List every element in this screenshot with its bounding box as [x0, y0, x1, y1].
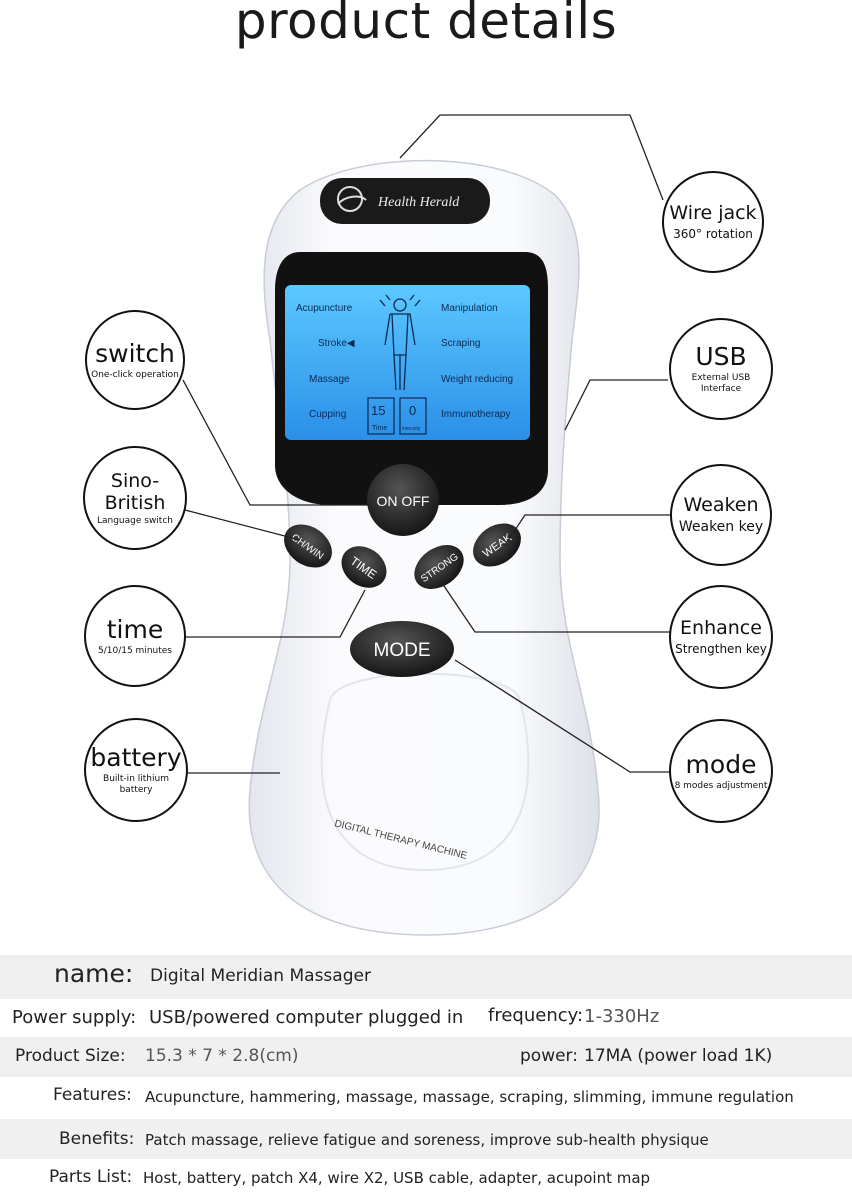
spec-benefits-value: Patch massage, relieve fatigue and soren… — [145, 1131, 709, 1149]
spec-frequency-label: frequency: — [488, 1005, 584, 1026]
spec-row-parts: Parts List: Host, battery, patch X4, wir… — [0, 1159, 852, 1199]
callout-battery-sub: Built-in lithium battery — [103, 774, 169, 795]
spec-size-value: 15.3 * 7 * 2.8(cm) — [145, 1046, 299, 1066]
screen-mode-right-1: Manipulation — [441, 303, 498, 314]
callout-mode-title: mode — [685, 749, 757, 779]
svg-text:MODE: MODE — [374, 640, 431, 661]
callout-usb-title: USB — [695, 342, 747, 371]
screen-mode-left-1: Acupuncture — [296, 303, 353, 314]
strong-button[interactable]: STRONG — [406, 536, 472, 598]
screen-mode-left-3: Massage — [309, 374, 350, 385]
spec-row-features: Features: Acupuncture, hammering, massag… — [0, 1077, 852, 1117]
callout-wire-jack: Wire jack 360° rotation — [662, 171, 764, 273]
spec-row-power-supply: Power supply: USB/powered computer plugg… — [0, 999, 852, 1039]
spec-row-size: Product Size: 15.3 * 7 * 2.8(cm) power: … — [0, 1037, 852, 1077]
callout-time-title: time — [106, 614, 164, 644]
mode-button[interactable]: MODE — [350, 621, 454, 677]
callout-lines — [182, 114, 670, 774]
spec-benefits-label: Benefits: — [59, 1129, 135, 1149]
time-value: 15 — [371, 403, 385, 418]
spec-row-name: name: Digital Meridian Massager — [0, 955, 852, 999]
device-illustration: Health Herald Acupuncture Stroke◀ Massag… — [182, 114, 670, 936]
spec-name-label: name: — [54, 959, 134, 988]
callout-wire-jack-title: Wire jack — [669, 202, 757, 224]
screen-mode-right-3: Weight reducing — [441, 374, 513, 385]
time-box — [367, 397, 395, 435]
callout-sino-british: Sino-British Language switch — [83, 446, 187, 550]
callout-switch-title: switch — [95, 338, 175, 368]
callout-weaken-sub: Weaken key — [678, 519, 764, 535]
lcd-screen — [285, 285, 530, 440]
spec-power-value: 17MA (power load 1K) — [584, 1046, 773, 1066]
callout-time-sub: 5/10/15 minutes — [98, 645, 172, 656]
on-off-button[interactable]: ON OFF — [367, 464, 439, 536]
spec-power-supply-value: USB/powered computer plugged in — [149, 1007, 464, 1028]
svg-text:ON OFF: ON OFF — [377, 493, 430, 509]
time-label: Time — [372, 425, 387, 432]
callout-weaken-title: Weaken — [683, 494, 759, 516]
spec-power-label: power: — [520, 1046, 578, 1066]
screen-mode-right-2: Scraping — [441, 338, 480, 349]
callout-mode-sub: 8 modes adjustment — [674, 780, 768, 791]
callout-enhance-sub: Strengthen key — [675, 642, 767, 656]
spec-parts-value: Host, battery, patch X4, wire X2, USB ca… — [143, 1169, 651, 1187]
spec-parts-label: Parts List: — [49, 1167, 133, 1187]
spec-power-supply-label: Power supply: — [12, 1007, 137, 1028]
ch-win-button[interactable]: CH/WIN — [276, 516, 340, 577]
callout-switch-sub: One-click operation — [91, 369, 179, 380]
intensity-box — [399, 397, 427, 435]
weak-button[interactable]: WEAK — [465, 515, 529, 576]
brand-plate — [320, 178, 490, 224]
callout-battery-title: battery — [90, 743, 182, 772]
callout-battery: battery Built-in lithium battery — [84, 718, 188, 822]
intensity-label: intensity — [402, 426, 421, 432]
brand-name: Health Herald — [377, 195, 460, 210]
device-lower-panel — [320, 672, 530, 872]
brand-logo-icon — [337, 186, 363, 212]
screen-mode-left-2: Stroke◀ — [318, 338, 355, 349]
spec-size-label: Product Size: — [15, 1046, 126, 1066]
time-button[interactable]: TIME — [333, 538, 394, 597]
callout-sino-british-title: Sino-British — [104, 469, 166, 514]
callout-wire-jack-sub: 360° rotation — [673, 227, 753, 241]
page-title: product details — [234, 0, 618, 50]
spec-frequency-value: 1-330Hz — [584, 1006, 660, 1027]
screen-mode-right-4: Immunotherapy — [441, 409, 510, 420]
callout-switch: switch One-click operation — [85, 310, 185, 410]
intensity-value: 0 — [409, 403, 416, 418]
screen-mode-left-4: Cupping — [309, 409, 346, 420]
spec-row-benefits: Benefits: Patch massage, relieve fatigue… — [0, 1119, 852, 1159]
callout-mode: mode 8 modes adjustment — [669, 719, 773, 823]
spec-name-value: Digital Meridian Massager — [150, 966, 371, 986]
callout-enhance: Enhance Strengthen key — [669, 585, 773, 689]
callout-usb-sub: External USB Interface — [691, 373, 751, 394]
callout-usb: USB External USB Interface — [669, 318, 773, 420]
spec-features-value: Acupuncture, hammering, massage, massage… — [145, 1088, 794, 1106]
callout-time: time 5/10/15 minutes — [84, 585, 186, 687]
callout-weaken: Weaken Weaken key — [670, 464, 772, 566]
spec-features-label: Features: — [53, 1085, 132, 1105]
body-figure-icon — [379, 294, 421, 391]
callout-enhance-title: Enhance — [680, 617, 762, 639]
callout-sino-british-sub: Language switch — [96, 515, 173, 526]
